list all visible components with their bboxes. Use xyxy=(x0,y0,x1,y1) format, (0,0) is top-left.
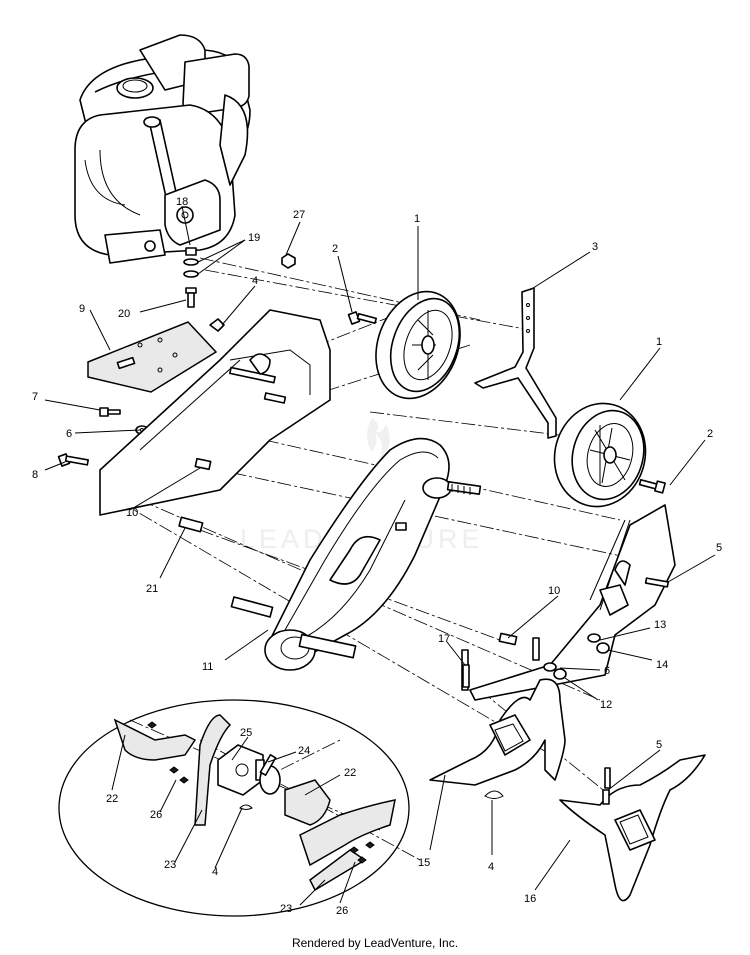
callout-labels: 1 1 2 2 3 4 4 4 5 5 6 6 7 8 9 10 10 11 1… xyxy=(32,196,722,917)
callout-5: 5 xyxy=(716,542,722,554)
callout-6: 6 xyxy=(604,665,610,677)
callout-1: 1 xyxy=(414,213,420,225)
engine-hardware xyxy=(183,247,199,308)
cotter-pin-4 xyxy=(484,790,504,799)
callout-7: 7 xyxy=(32,391,38,403)
callout-23: 23 xyxy=(164,859,176,871)
frame-left xyxy=(99,309,331,516)
pin-17 xyxy=(462,664,470,688)
callout-1: 1 xyxy=(656,336,662,348)
callout-4: 4 xyxy=(252,275,258,287)
callout-26: 26 xyxy=(150,809,162,821)
callout-26: 26 xyxy=(336,905,348,917)
footer-credit: Rendered by LeadVenture, Inc. xyxy=(291,936,459,950)
chain-case xyxy=(230,437,482,671)
bolt-2-right xyxy=(638,478,666,494)
spacers xyxy=(178,457,518,646)
callout-19: 19 xyxy=(248,232,260,244)
callout-23: 23 xyxy=(280,903,292,915)
frame-right xyxy=(461,504,676,701)
callout-13: 13 xyxy=(654,619,666,631)
callout-11: 11 xyxy=(202,661,213,673)
callout-6: 6 xyxy=(66,428,72,440)
callout-17: 17 xyxy=(438,633,450,645)
callout-5: 5 xyxy=(656,739,662,751)
nut-27 xyxy=(281,253,296,269)
engine xyxy=(74,34,251,264)
bolt-2-left xyxy=(347,311,378,325)
callout-15: 15 xyxy=(418,857,430,869)
callout-21: 21 xyxy=(146,583,158,595)
callout-2: 2 xyxy=(707,428,713,440)
wheel-bracket xyxy=(474,287,557,439)
callout-10: 10 xyxy=(548,585,560,597)
wheel-left xyxy=(375,290,461,400)
callout-25: 25 xyxy=(240,727,252,739)
callout-10: 10 xyxy=(126,507,138,519)
callout-12: 12 xyxy=(600,699,612,711)
tine-15 xyxy=(429,678,566,786)
callout-3: 3 xyxy=(592,241,598,253)
callout-14: 14 xyxy=(656,659,668,671)
callout-4: 4 xyxy=(212,866,218,878)
callout-22: 22 xyxy=(344,767,356,779)
leader-lines xyxy=(44,205,716,906)
callout-18: 18 xyxy=(176,196,188,208)
tine-inset xyxy=(58,699,410,917)
wheel-right xyxy=(553,402,647,508)
callout-16: 16 xyxy=(524,893,536,905)
callout-9: 9 xyxy=(79,303,85,315)
right-hardware xyxy=(543,633,610,680)
callout-20: 20 xyxy=(118,308,130,320)
callout-2: 2 xyxy=(332,243,338,255)
cover-plate xyxy=(87,321,218,393)
tine-16 xyxy=(559,754,706,902)
callout-24: 24 xyxy=(298,745,310,757)
callout-27: 27 xyxy=(293,209,305,221)
callout-4: 4 xyxy=(488,861,494,873)
callout-22: 22 xyxy=(106,793,118,805)
callout-8: 8 xyxy=(32,469,38,481)
